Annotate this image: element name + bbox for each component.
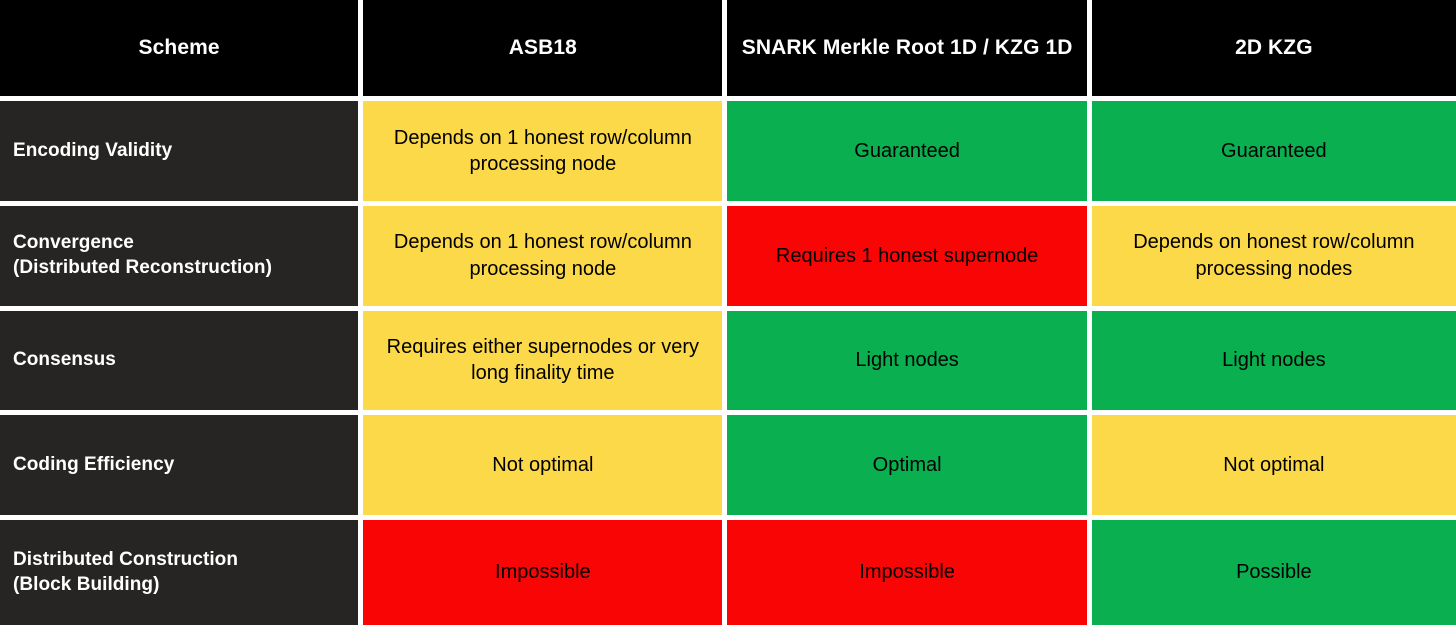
cell-text: Light nodes (1222, 349, 1326, 372)
cell-inner: Depends on 1 honest row/column processin… (363, 206, 722, 306)
cell-text: Not optimal (1223, 454, 1325, 477)
cell-inner: Requires either supernodes or very long … (363, 311, 722, 411)
column-header-asb18-inner: ASB18 (363, 0, 722, 96)
row-label-encoding-validity-inner: Encoding Validity (0, 101, 358, 201)
cell-inner: Optimal (727, 415, 1086, 515)
cell-text: Not optimal (492, 454, 594, 477)
cell-consensus-asb18: Requires either supernodes or very long … (363, 310, 728, 416)
cell-text: Requires either supernodes or very long … (386, 336, 700, 385)
column-header-scheme-label: Scheme (138, 35, 220, 59)
cell-coding-efficiency-asb18: Not optimal (363, 415, 728, 521)
cell-inner: Not optimal (1092, 415, 1456, 515)
cell-text: Requires 1 honest supernode (775, 244, 1039, 267)
cell-inner: Guaranteed (727, 101, 1086, 201)
row-label-coding-efficiency-inner: Coding Efficiency (0, 415, 358, 515)
cell-distributed-construction-asb18: Impossible (363, 520, 728, 625)
column-header-scheme-inner: Scheme (0, 0, 358, 96)
row-label-line2: (Block Building) (13, 573, 160, 595)
column-header-snark-label: SNARK Merkle Root 1D / KZG 1D (741, 35, 1073, 59)
cell-text: Depends on honest row/column processing … (1133, 231, 1415, 280)
cell-inner: Depends on honest row/column processing … (1092, 206, 1456, 306)
column-header-asb18: ASB18 (363, 0, 728, 101)
row-label-consensus: Consensus (0, 310, 364, 416)
column-header-2d-kzg-label: 2D KZG (1235, 35, 1313, 59)
table-header-row: Scheme ASB18 SNARK Merkle Root 1D / KZG … (0, 0, 1456, 101)
column-header-2d-kzg-inner: 2D KZG (1092, 0, 1456, 96)
column-header-scheme: Scheme (0, 0, 364, 101)
cell-convergence-snark1d: Requires 1 honest supernode (727, 205, 1092, 311)
cell-inner: Impossible (363, 520, 722, 625)
row-label-line1: Distributed Construction (13, 548, 238, 570)
cell-inner: Impossible (727, 520, 1086, 625)
row-label-line1: Convergence (13, 232, 134, 253)
cell-inner: Depends on 1 honest row/column processin… (363, 101, 722, 201)
cell-text: Impossible (859, 561, 955, 584)
cell-convergence-asb18: Depends on 1 honest row/column processin… (363, 205, 728, 311)
cell-text: Impossible (495, 561, 591, 584)
column-header-asb18-label: ASB18 (508, 35, 577, 59)
row-label-text: Coding Efficiency (13, 453, 175, 475)
cell-text: Light nodes (855, 349, 959, 372)
row-label-distributed-construction-inner: Distributed Construction (Block Building) (0, 520, 358, 625)
cell-inner: Possible (1092, 520, 1456, 625)
row-label-text: Encoding Validity (13, 139, 173, 161)
column-header-2d-kzg: 2D KZG (1091, 0, 1456, 101)
cell-inner: Requires 1 honest supernode (727, 206, 1086, 306)
cell-inner: Not optimal (363, 415, 722, 515)
table-body: Encoding Validity Depends on 1 honest ro… (0, 101, 1456, 625)
cell-inner: Light nodes (1092, 311, 1456, 411)
table-header: Scheme ASB18 SNARK Merkle Root 1D / KZG … (0, 0, 1456, 101)
row-label-text: Distributed Construction (Block Building) (13, 548, 238, 597)
row-label-text: Convergence (Distributed Reconstruction) (13, 231, 272, 280)
cell-distributed-construction-kzg2d: Possible (1091, 520, 1456, 625)
column-header-snark-merkle-root-1d-kzg-1d: SNARK Merkle Root 1D / KZG 1D (727, 0, 1092, 101)
cell-text: Depends on 1 honest row/column processin… (393, 231, 692, 280)
cell-text: Depends on 1 honest row/column processin… (393, 126, 692, 175)
row-label-coding-efficiency: Coding Efficiency (0, 415, 364, 521)
cell-encoding-validity-asb18: Depends on 1 honest row/column processin… (363, 101, 728, 206)
row-label-text: Consensus (13, 349, 116, 371)
row-label-encoding-validity: Encoding Validity (0, 101, 364, 206)
cell-encoding-validity-kzg2d: Guaranteed (1091, 101, 1456, 206)
cell-consensus-snark1d: Light nodes (727, 310, 1092, 416)
cell-coding-efficiency-snark1d: Optimal (727, 415, 1092, 521)
row-label-consensus-inner: Consensus (0, 311, 358, 411)
table-row: Coding Efficiency Not optimal Optimal No… (0, 415, 1456, 521)
row-label-line2: (Distributed Reconstruction) (13, 256, 272, 278)
cell-convergence-kzg2d: Depends on honest row/column processing … (1091, 205, 1456, 311)
table-row: Consensus Requires either supernodes or … (0, 310, 1456, 416)
column-header-snark-inner: SNARK Merkle Root 1D / KZG 1D (727, 0, 1086, 96)
cell-consensus-kzg2d: Light nodes (1091, 310, 1456, 416)
row-label-distributed-construction: Distributed Construction (Block Building) (0, 520, 364, 625)
cell-text: Possible (1236, 561, 1312, 584)
cell-coding-efficiency-kzg2d: Not optimal (1091, 415, 1456, 521)
table-row: Distributed Construction (Block Building)… (0, 520, 1456, 625)
cell-text: Optimal (872, 454, 942, 477)
cell-inner: Light nodes (727, 311, 1086, 411)
cell-inner: Guaranteed (1092, 101, 1456, 201)
cell-encoding-validity-snark1d: Guaranteed (727, 101, 1092, 206)
row-label-convergence: Convergence (Distributed Reconstruction) (0, 205, 364, 311)
table-row: Encoding Validity Depends on 1 honest ro… (0, 101, 1456, 206)
cell-text: Guaranteed (854, 139, 960, 162)
cell-distributed-construction-snark1d: Impossible (727, 520, 1092, 625)
row-label-convergence-inner: Convergence (Distributed Reconstruction) (0, 206, 358, 306)
cell-text: Guaranteed (1221, 139, 1327, 162)
table-row: Convergence(Distributed Reconstruction) … (0, 205, 1456, 311)
